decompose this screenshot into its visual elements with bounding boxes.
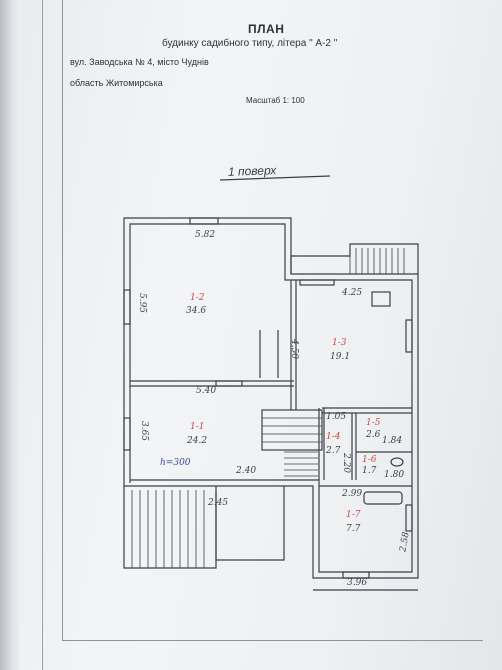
scale-label: Масштаб 1: 100 <box>246 96 305 105</box>
room-area-1-4: 2.7 <box>326 446 341 456</box>
binding-margin-line <box>42 0 43 670</box>
dim-room1-height: 3.65 <box>139 420 150 442</box>
room-area-1-5: 2.6 <box>366 430 381 440</box>
room-id-1-5: 1-5 <box>366 418 381 428</box>
address-street: вул. Заводська № 4, місто Чуднів <box>70 57 209 67</box>
plan-subtitle: будинку садибного типу, літера " А-2 " <box>162 38 338 49</box>
ceiling-height-note: h=300 <box>160 458 191 468</box>
address-region: область Житомирська <box>70 78 163 88</box>
room-area-1-3: 19.1 <box>330 352 351 362</box>
room-area-1-1: 24.2 <box>187 436 208 446</box>
dim-mid-width: 5.40 <box>196 386 217 396</box>
room-id-1-3: 1-3 <box>332 338 347 348</box>
dim-room6-width: 1.80 <box>384 470 405 480</box>
dim-room3-height: 4.50 <box>289 338 300 360</box>
dim-room3-width: 4.25 <box>342 288 363 298</box>
room-id-1-6: 1-6 <box>362 455 377 465</box>
room-area-1-6: 1.7 <box>362 466 377 476</box>
plan-title: ПЛАН <box>248 22 285 36</box>
room-area-1-7: 7.7 <box>346 524 361 534</box>
room-id-1-1: 1-1 <box>190 422 205 432</box>
room-id-1-4: 1-4 <box>326 432 341 442</box>
dim-room2-height: 5.95 <box>137 292 148 314</box>
dim-room4-width: 1.05 <box>326 412 347 422</box>
room-area-1-2: 34.6 <box>186 306 207 316</box>
room-id-1-2: 1-2 <box>190 293 205 303</box>
room-id-1-7: 1-7 <box>346 510 361 520</box>
dim-porch-width: 2.45 <box>208 498 229 508</box>
dim-room5-width: 1.84 <box>382 436 403 446</box>
dim-room2-width: 5.82 <box>195 230 216 240</box>
dim-bottom-total: 3.96 <box>347 578 368 588</box>
dim-bottom-segment: 2.40 <box>236 466 257 476</box>
dim-room7-top: 2.99 <box>342 489 363 499</box>
drawing-frame <box>62 0 483 641</box>
binding-spine <box>0 0 20 670</box>
dim-room4-height: 2.20 <box>341 452 352 474</box>
